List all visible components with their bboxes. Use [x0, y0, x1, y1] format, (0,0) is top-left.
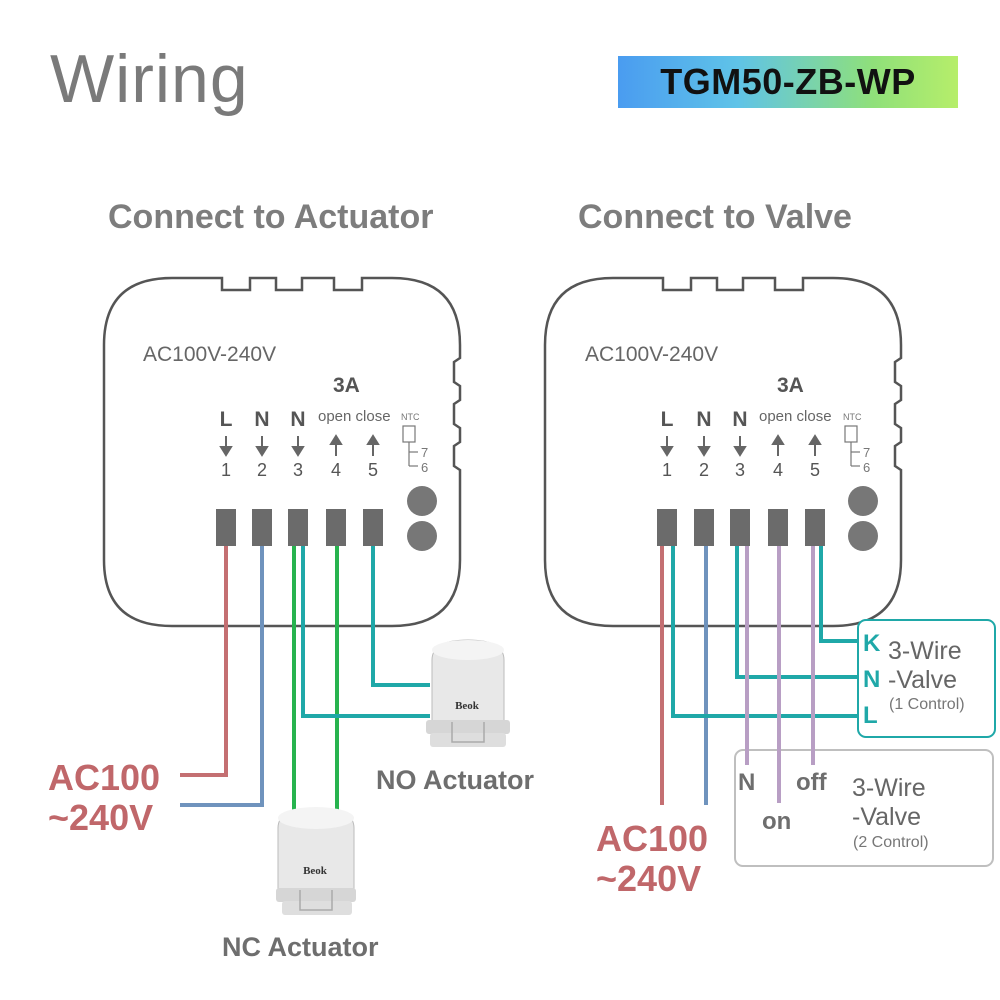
left-heading: Connect to Actuator [108, 198, 434, 236]
valve-1-line2: -Valve [888, 666, 957, 694]
right-wires [660, 532, 858, 805]
left-ntc-symbol [402, 425, 418, 467]
right-terminal-1-number: 1 [662, 460, 672, 480]
left-terminal-5-number: 5 [368, 460, 378, 480]
left-terminal-blocks [216, 509, 383, 546]
model-badge: TGM50-ZB-WP [618, 56, 958, 108]
no-actuator-icon [426, 639, 510, 747]
left-knob-top [407, 486, 437, 516]
right-terminal-1-letter: L [661, 408, 674, 431]
left-terminal-2-letter: N [254, 408, 269, 431]
left-amp-label: 3A [333, 374, 360, 397]
left-voltage-label: AC100V-240V [143, 343, 276, 366]
right-supply-line1: AC100 [596, 818, 709, 859]
left-terminal-2-number: 2 [257, 460, 267, 480]
valve-2-control-box [734, 749, 994, 867]
right-supply-line2: ~240V [596, 858, 702, 899]
valve-2-label-off: off [796, 769, 828, 796]
left-open-close-label: open close [318, 408, 391, 425]
left-terminal-3-letter: N [290, 408, 305, 431]
right-terminal-blocks [657, 509, 825, 546]
right-terminal-2-letter: N [696, 408, 711, 431]
right-knob-top [848, 486, 878, 516]
nc-actuator-brand: Beok [303, 865, 328, 877]
right-wire-K-teal [819, 532, 858, 643]
valve-1-letter-l: L [863, 702, 878, 729]
left-device-body [102, 276, 462, 628]
valve-2-line2: -Valve [852, 803, 921, 831]
right-ntc-symbol [844, 425, 860, 467]
left-wire-5-teal [371, 532, 430, 687]
right-ntc-pin-7: 7 [863, 445, 870, 460]
right-ntc-label: NTC [843, 412, 862, 422]
right-terminal-3-letter: N [732, 408, 747, 431]
left-terminal-1-letter: L [220, 408, 233, 431]
right-supply-label: AC100 ~240V [596, 819, 708, 899]
valve-1-line1: 3-Wire [888, 637, 962, 665]
right-terminal-2-number: 2 [699, 460, 709, 480]
valve-1-letter-k: K [863, 630, 881, 657]
right-amp-label: 3A [777, 374, 804, 397]
right-terminal-3-number: 3 [735, 460, 745, 480]
left-terminal-arrows [219, 434, 380, 457]
page-title: Wiring [50, 41, 249, 117]
right-heading: Connect to Valve [578, 198, 852, 236]
left-wires [180, 532, 430, 810]
valve-2-line1: 3-Wire [852, 774, 926, 802]
right-terminal-arrows [660, 434, 822, 457]
no-actuator-label: NO Actuator [376, 765, 535, 795]
right-voltage-label: AC100V-240V [585, 343, 718, 366]
left-ntc-pin-7: 7 [421, 445, 428, 460]
valve-2-line3: (2 Control) [853, 834, 929, 851]
left-knob-bottom [407, 521, 437, 551]
left-wire-N-blue [180, 532, 264, 807]
valve-1-letter-n: N [863, 666, 880, 693]
right-wire-N-teal [735, 532, 858, 679]
no-actuator-brand: Beok [455, 700, 480, 712]
left-ntc-pin-6: 6 [421, 460, 428, 475]
valve-1-line3: (1 Control) [889, 696, 965, 713]
right-wire-L-teal [671, 532, 858, 718]
valve-2-label-on: on [762, 808, 791, 835]
nc-actuator-label: NC Actuator [222, 932, 379, 962]
right-knob-bottom [848, 521, 878, 551]
right-terminal-4-number: 4 [773, 460, 783, 480]
left-terminal-1-number: 1 [221, 460, 231, 480]
left-supply-line2: ~240V [48, 797, 154, 838]
left-wire-N3-teal [301, 532, 430, 718]
right-device-body [543, 276, 903, 628]
left-ntc-label: NTC [401, 412, 420, 422]
nc-actuator-icon [276, 807, 356, 915]
left-wire-L-red [180, 532, 228, 777]
left-terminal-4-number: 4 [331, 460, 341, 480]
right-terminal-5-number: 5 [810, 460, 820, 480]
valve-2-label-n: N [738, 769, 755, 796]
right-open-close-label: open close [759, 408, 832, 425]
left-supply-label: AC100 ~240V [48, 758, 160, 838]
right-ntc-pin-6: 6 [863, 460, 870, 475]
left-supply-line1: AC100 [48, 757, 161, 798]
left-terminal-3-number: 3 [293, 460, 303, 480]
